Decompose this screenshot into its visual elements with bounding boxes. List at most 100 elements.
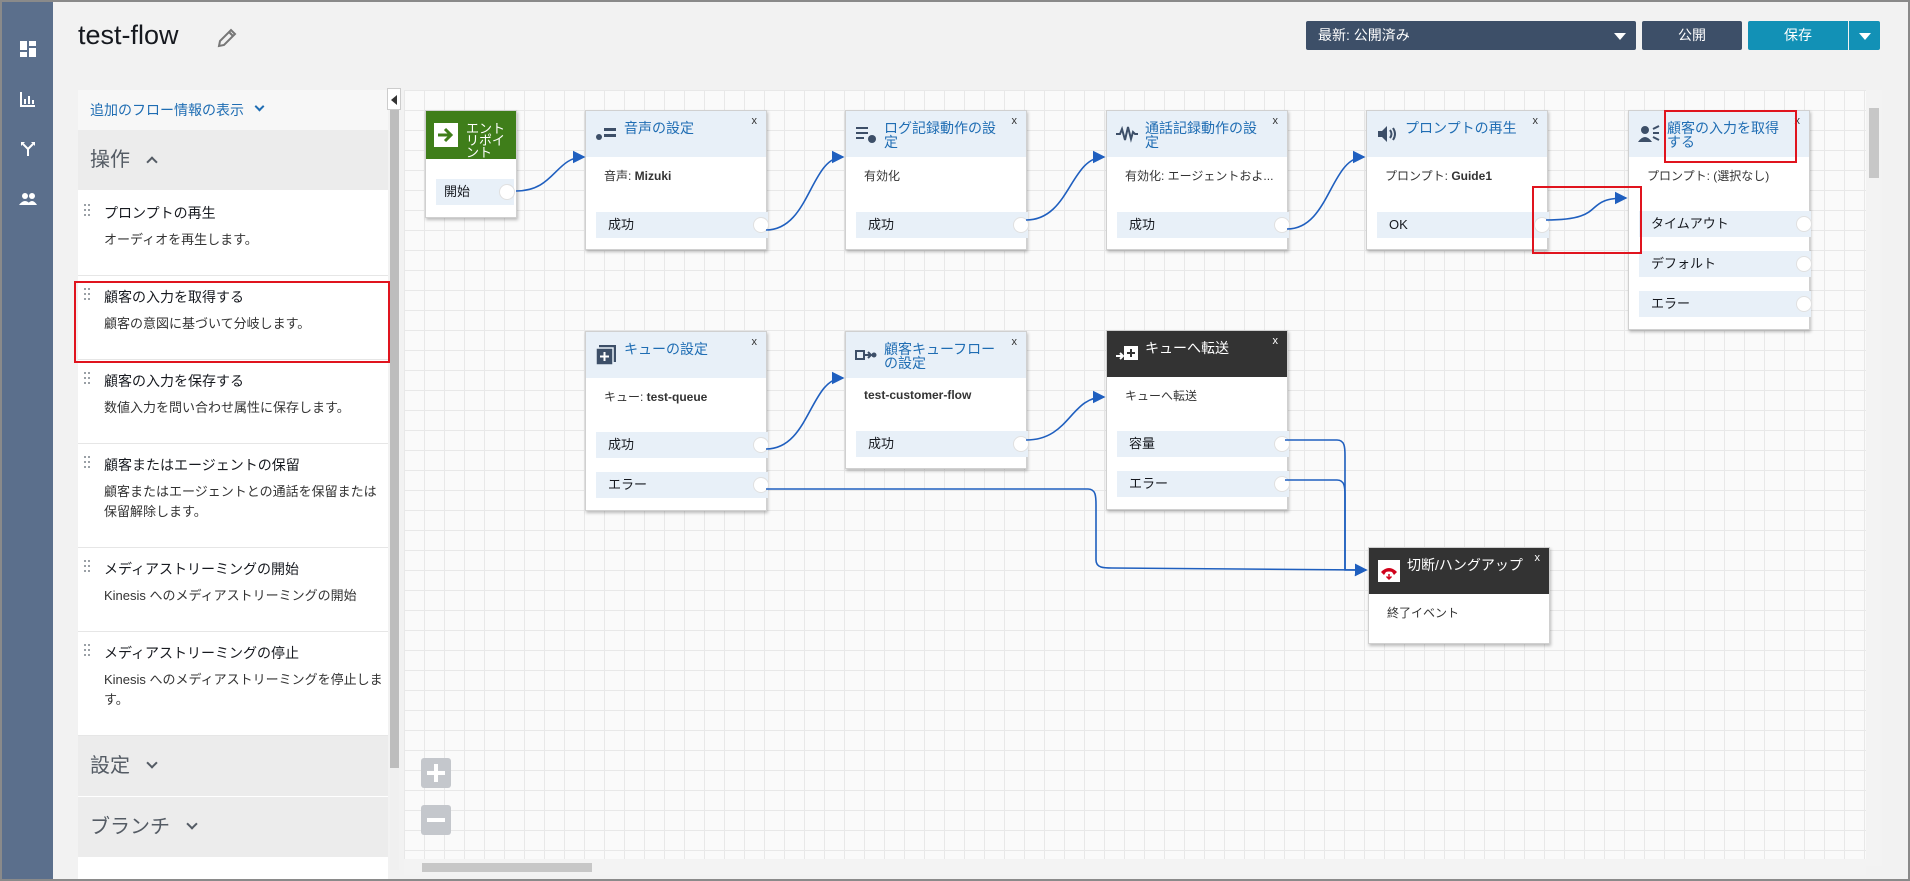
canvas-horizontal-scrollbar-thumb[interactable]: [422, 863, 592, 872]
close-icon[interactable]: x: [751, 336, 758, 348]
block-output[interactable]: 成功: [596, 212, 769, 238]
block-detail-label: キューへ転送: [1125, 389, 1198, 403]
block-output[interactable]: 成功: [856, 212, 1029, 238]
entry-output-start[interactable]: 開始: [436, 179, 515, 205]
close-icon[interactable]: x: [1272, 335, 1279, 347]
flow-block-transfer-to-queue[interactable]: キューへ転送 x キューへ転送 容量 エラー: [1106, 330, 1290, 510]
users-icon[interactable]: [17, 188, 39, 210]
block-item-play-prompt[interactable]: プロンプトの再生 オーディオを再生します。: [78, 192, 388, 276]
block-detail: 音声: Mizuki: [604, 167, 671, 184]
drag-handle-icon[interactable]: [84, 560, 92, 574]
section-operations[interactable]: 操作: [78, 130, 388, 190]
block-output[interactable]: タイムアウト: [1639, 211, 1812, 237]
block-item-get-customer-input[interactable]: 顧客の入力を取得する 顧客の意図に基づいて分岐します。: [78, 276, 388, 360]
collapse-panel-button[interactable]: [387, 88, 401, 110]
block-title: プロンプトの再生: [1405, 120, 1517, 136]
block-item-start-media-streaming[interactable]: メディアストリーミングの開始 Kinesis へのメディアストリーミングの開始: [78, 548, 388, 632]
panel-scrollbar[interactable]: [390, 110, 399, 870]
block-item-desc: 顧客またはエージェントとの通話を保留または保留解除します。: [104, 484, 377, 519]
output-connector[interactable]: [499, 184, 515, 200]
close-icon[interactable]: x: [1532, 115, 1539, 127]
flow-block-get-customer-input[interactable]: 顧客の入力を取得する x プロンプト: (選択なし) タイムアウト デフォルト …: [1628, 110, 1812, 330]
panel-scrollbar-thumb[interactable]: [390, 110, 399, 768]
drag-handle-icon[interactable]: [84, 456, 92, 470]
chevron-down-icon: [146, 757, 158, 769]
metrics-icon[interactable]: [17, 88, 39, 110]
close-icon[interactable]: x: [1272, 115, 1279, 127]
block-item-hold[interactable]: 顧客またはエージェントの保留 顧客またはエージェントとの通話を保留または保留解除…: [78, 444, 388, 548]
close-icon[interactable]: x: [1011, 336, 1018, 348]
entry-point-block[interactable]: エントリポイント 開始: [425, 110, 517, 218]
block-item-desc: 数値入力を問い合わせ属性に保存します。: [104, 400, 350, 415]
flow-block-set-customer-queue-flow[interactable]: 顧客キューフローの設定 x test-customer-flow 成功: [845, 331, 1029, 469]
block-output[interactable]: エラー: [596, 472, 769, 498]
routing-icon[interactable]: [17, 138, 39, 160]
block-detail: test-customer-flow: [864, 388, 971, 402]
block-output[interactable]: エラー: [1639, 291, 1812, 317]
edit-pencil-icon[interactable]: [216, 27, 238, 49]
output-connector[interactable]: [1534, 217, 1550, 233]
output-connector[interactable]: [753, 437, 769, 453]
canvas-vertical-scrollbar-thumb[interactable]: [1869, 108, 1879, 178]
save-button[interactable]: 保存: [1748, 21, 1848, 50]
close-icon[interactable]: x: [1011, 115, 1018, 127]
canvas-horizontal-scrollbar[interactable]: [404, 859, 1866, 875]
output-connector[interactable]: [753, 477, 769, 493]
flow-block-set-queue[interactable]: キューの設定 x キュー: test-queue 成功 エラー: [585, 331, 769, 511]
hangup-phone-icon: [1378, 560, 1400, 582]
block-output-label: 成功: [608, 437, 635, 452]
output-connector[interactable]: [1796, 216, 1812, 232]
output-connector[interactable]: [1274, 217, 1290, 233]
flow-block-set-logging[interactable]: ログ記録動作の設定 x 有効化 成功: [845, 110, 1029, 250]
output-connector[interactable]: [1796, 296, 1812, 312]
output-connector[interactable]: [1013, 436, 1029, 452]
output-connector[interactable]: [1013, 217, 1029, 233]
canvas-vertical-scrollbar[interactable]: [1866, 90, 1882, 866]
flow-block-set-voice[interactable]: 音声の設定 x 音声: Mizuki 成功: [585, 110, 769, 250]
block-output[interactable]: 成功: [596, 432, 769, 458]
section-settings-label: 設定: [90, 755, 130, 777]
block-header: 顧客キューフローの設定 x: [846, 332, 1026, 378]
output-connector[interactable]: [1274, 476, 1290, 492]
panel-top-bar: [78, 90, 388, 130]
dashboard-icon[interactable]: [17, 38, 39, 60]
drag-handle-icon[interactable]: [84, 288, 92, 302]
zoom-out-button[interactable]: [421, 805, 451, 835]
drag-handle-icon[interactable]: [84, 204, 92, 218]
publish-button[interactable]: 公開: [1642, 21, 1742, 50]
close-icon[interactable]: x: [751, 115, 758, 127]
block-item-title: 顧客またはエージェントの保留: [104, 457, 300, 473]
block-output-label: 成功: [868, 436, 895, 451]
drag-handle-icon[interactable]: [84, 372, 92, 386]
save-dropdown-button[interactable]: [1849, 21, 1880, 50]
output-connector[interactable]: [753, 217, 769, 233]
more-flow-info-link[interactable]: 追加のフロー情報の表示: [90, 100, 265, 120]
section-operations-label: 操作: [90, 149, 130, 171]
zoom-in-button[interactable]: [421, 758, 451, 788]
flow-block-set-recording[interactable]: 通話記録動作の設定 x 有効化: エージェントおよ... 成功: [1106, 110, 1290, 250]
drag-handle-icon[interactable]: [84, 644, 92, 658]
output-connector[interactable]: [1796, 256, 1812, 272]
flow-block-play-prompt[interactable]: プロンプトの再生 x プロンプト: Guide1 OK: [1366, 110, 1550, 250]
block-item-store-customer-input[interactable]: 顧客の入力を保存する 数値入力を問い合わせ属性に保存します。: [78, 360, 388, 444]
block-output[interactable]: 成功: [856, 431, 1029, 457]
version-select[interactable]: 最新: 公開済み: [1306, 21, 1636, 50]
block-output[interactable]: デフォルト: [1639, 251, 1812, 277]
close-icon[interactable]: x: [1794, 115, 1801, 127]
block-output[interactable]: エラー: [1117, 471, 1290, 497]
block-output-label: 成功: [868, 217, 895, 232]
block-item-title: 顧客の入力を保存する: [104, 373, 244, 389]
nav-rail: [2, 2, 53, 879]
chevron-down-icon: [1859, 33, 1871, 40]
section-branch-label: ブランチ: [90, 816, 170, 838]
section-branch[interactable]: ブランチ: [78, 797, 388, 857]
block-output[interactable]: OK: [1377, 212, 1550, 238]
block-output[interactable]: 容量: [1117, 431, 1290, 457]
flow-block-disconnect[interactable]: 切断/ハングアップ x 終了イベント: [1368, 547, 1550, 644]
close-icon[interactable]: x: [1534, 552, 1541, 564]
block-item-stop-media-streaming[interactable]: メディアストリーミングの停止 Kinesis へのメディアストリーミングを停止し…: [78, 632, 388, 736]
block-output[interactable]: 成功: [1117, 212, 1290, 238]
block-item-title: メディアストリーミングの開始: [104, 561, 300, 577]
section-settings[interactable]: 設定: [78, 736, 388, 796]
output-connector[interactable]: [1274, 436, 1290, 452]
